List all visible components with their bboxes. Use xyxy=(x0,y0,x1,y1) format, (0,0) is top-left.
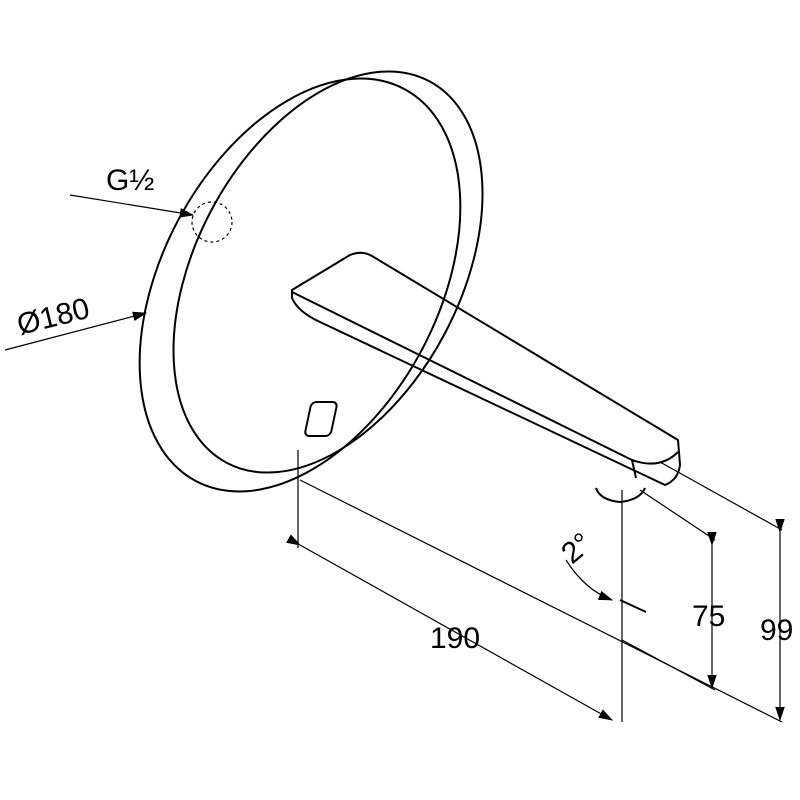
diameter-label: Ø180 xyxy=(14,292,93,342)
wall-plate xyxy=(138,70,484,493)
wall-plate-front-face xyxy=(172,70,484,474)
length-dimension xyxy=(286,534,614,721)
thread-label: G½ xyxy=(106,164,154,197)
outlet-height-label: 75 xyxy=(692,600,725,633)
length-label: 190 xyxy=(430,622,480,655)
angle-label: 2° xyxy=(555,527,598,571)
angle-arc xyxy=(565,559,614,601)
wall-plate-back-edge xyxy=(138,77,462,493)
dimension-lines xyxy=(4,194,785,723)
thread-detail-circle xyxy=(191,201,233,243)
total-height-label: 99 xyxy=(760,614,793,647)
thread-leader xyxy=(69,194,195,218)
sensor-window-icon xyxy=(304,401,338,437)
spout xyxy=(291,251,681,503)
diameter-leader xyxy=(4,311,148,351)
